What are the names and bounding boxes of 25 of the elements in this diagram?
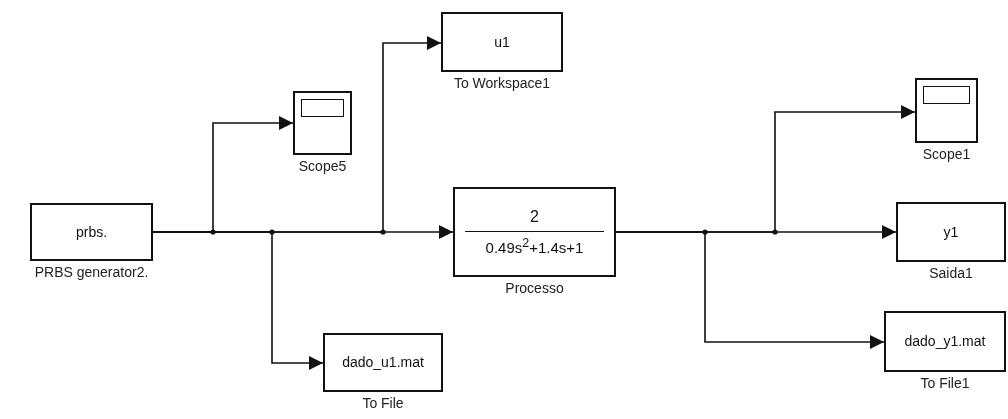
block-name: Saida1 [929,265,973,281]
block-text: dado_y1.mat [904,333,986,350]
block-name: Processo [505,280,564,296]
scope-block [293,91,352,155]
block [896,202,1006,262]
block-name: To File1 [920,375,970,391]
block-text: prbs. [75,223,108,241]
transfer-function-block [453,187,616,277]
block-text: dado_u1.mat [342,354,424,371]
signal-arrow [615,225,897,239]
scope-block [915,78,978,143]
block-text: u1 [494,33,510,51]
numerator: 2 [464,207,605,232]
block [884,311,1006,372]
block-text: y1 [943,223,959,241]
block-name: PRBS generator2. [34,264,149,280]
block-name: Scope1 [922,146,971,162]
denominator: 0.49s$^{2}$+1.4s+1 [485,235,584,257]
signal-arrow [152,225,454,239]
block-name: Scope5 [298,158,347,174]
block-name: To File [362,395,404,411]
block-name: To Workspace1 [453,75,551,91]
block [30,203,153,261]
block [441,12,563,72]
block [323,333,443,392]
